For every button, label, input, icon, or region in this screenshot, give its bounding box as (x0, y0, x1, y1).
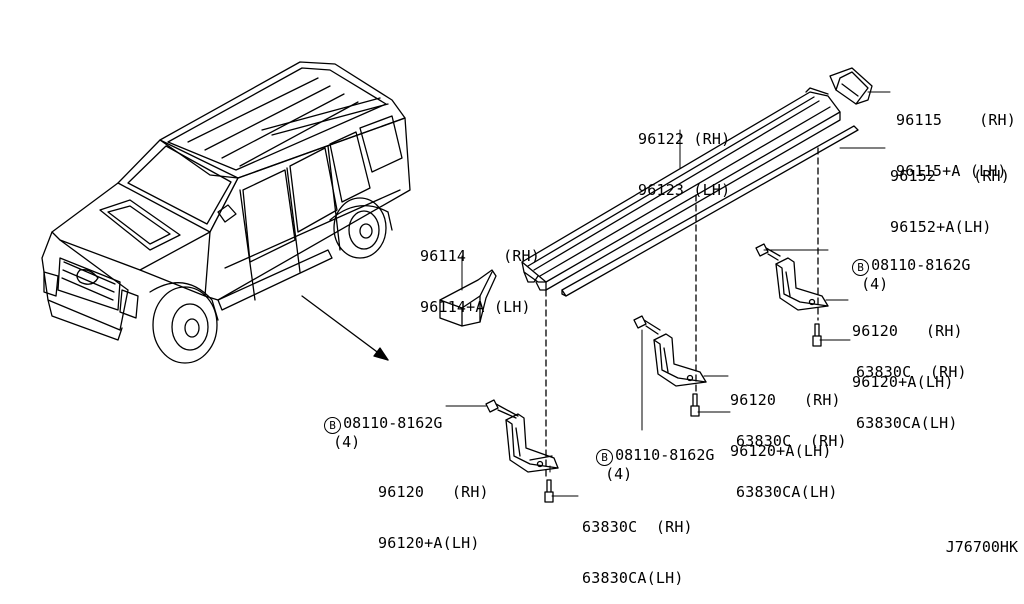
label-63830-middle: 63830C (RH) 63830CA(LH) (736, 432, 847, 501)
bracket-96120-rear (775, 257, 829, 311)
step-rail-96122 (521, 87, 841, 291)
bolt-08110-rear (755, 243, 781, 261)
label-96152: 96152 (RH) 96152+A(LH) (890, 167, 1011, 236)
parts-diagram (41, 61, 891, 503)
diagram-code: J76700HK (945, 538, 1018, 556)
direction-arrow (301, 295, 389, 361)
end-cap-96115 (829, 67, 873, 105)
bolt-marker-icon: B (324, 417, 342, 434)
alignment-lines (545, 147, 819, 479)
bolt-08110-middle (633, 315, 661, 335)
label-96120-rear: 96120 (RH) 96120+A(LH) (852, 322, 963, 391)
label-63830-rear: 63830C (RH) 63830CA(LH) (856, 363, 967, 432)
label-96120-front: 96120 (RH) 96120+A(LH) (378, 483, 489, 552)
vehicle-illustration (41, 61, 411, 364)
screw-63830-middle (690, 393, 700, 417)
molding-96152 (561, 125, 859, 297)
label-96114: 96114 (RH) 96114+A (LH) (420, 247, 541, 316)
bolt-08110-front (485, 399, 519, 419)
label-96115: 96115 (RH) 96115+A (LH) (896, 111, 1017, 180)
bolt-marker-icon: B (852, 259, 870, 276)
bracket-96120-middle (653, 333, 707, 387)
screw-63830-rear (812, 323, 822, 347)
front-cap-96114 (439, 269, 497, 327)
bracket-96120-front (505, 413, 559, 473)
label-63830-front: 63830C (RH) 63830CA(LH) (582, 518, 693, 587)
label-96120-middle: 96120 (RH) 96120+A(LH) (730, 391, 841, 460)
label-96122: 96122 (RH) 96123 (LH) (638, 130, 731, 199)
leader-lines (445, 91, 891, 497)
screw-63830-front (544, 479, 554, 503)
bolt-marker-icon: B (596, 449, 614, 466)
